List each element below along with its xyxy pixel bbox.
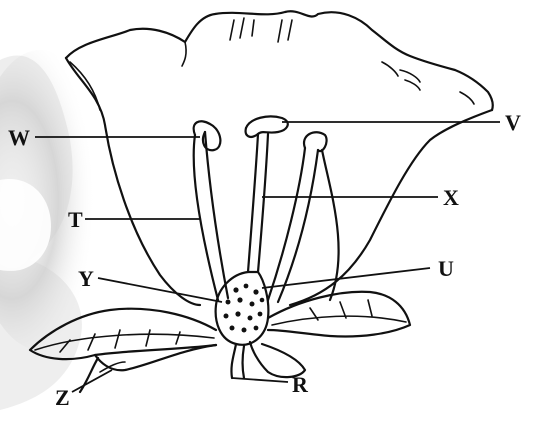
label-v: V xyxy=(505,110,521,135)
stamen-right-filament xyxy=(268,148,305,300)
label-z: Z xyxy=(55,385,70,410)
leader-r xyxy=(232,378,288,382)
leader-z xyxy=(72,370,112,392)
pistil xyxy=(246,116,288,272)
label-r: R xyxy=(292,372,309,397)
label-t: T xyxy=(68,207,83,232)
leader-y xyxy=(98,278,222,302)
label-w: W xyxy=(8,125,30,150)
stigma xyxy=(246,116,288,134)
stalk xyxy=(231,344,236,378)
label-y: Y xyxy=(78,266,94,291)
sepal-right xyxy=(268,292,410,337)
label-u: U xyxy=(438,256,454,281)
style xyxy=(248,134,258,272)
ovary xyxy=(216,272,269,345)
label-x: X xyxy=(443,185,459,210)
anther-right xyxy=(304,132,327,151)
